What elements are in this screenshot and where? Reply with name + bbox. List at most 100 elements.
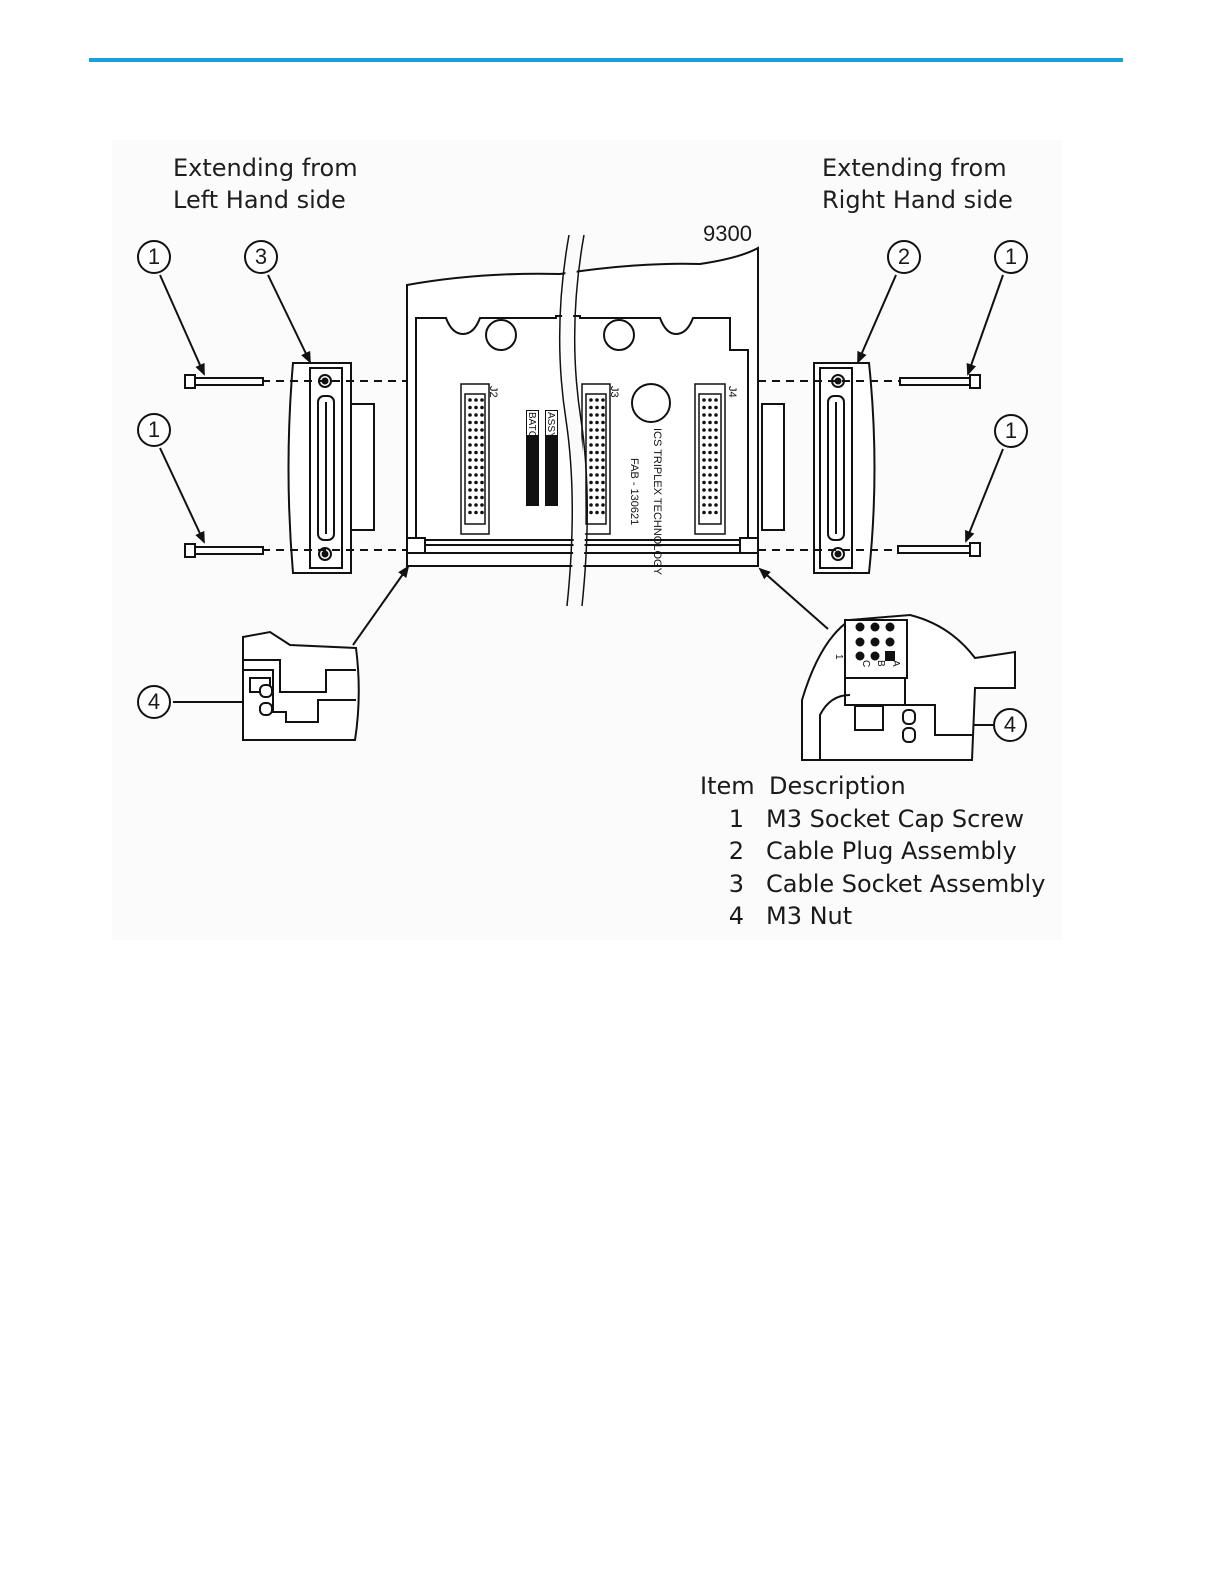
connector-pin bbox=[708, 436, 712, 440]
right-screws bbox=[898, 375, 980, 556]
connector-pin bbox=[708, 458, 712, 462]
connector-pin bbox=[595, 488, 599, 492]
connector-pin bbox=[589, 481, 593, 485]
connector-pin bbox=[601, 406, 605, 410]
connector-pin bbox=[474, 406, 478, 410]
connector-pin bbox=[468, 481, 472, 485]
connector-pin bbox=[601, 481, 605, 485]
connector-pin bbox=[589, 406, 593, 410]
connector-pin bbox=[595, 466, 599, 470]
connector-pin bbox=[714, 466, 718, 470]
connector-pin bbox=[708, 398, 712, 402]
connector-pin bbox=[480, 406, 484, 410]
connector-pin bbox=[601, 436, 605, 440]
right-detail-pins bbox=[856, 623, 896, 662]
connector-pin bbox=[468, 473, 472, 477]
connector-pin bbox=[714, 413, 718, 417]
right-heading-line-2: Right Hand side bbox=[822, 184, 1013, 216]
connector-pin bbox=[474, 436, 478, 440]
connector-pin bbox=[601, 466, 605, 470]
connector-pin bbox=[468, 458, 472, 462]
left-screws bbox=[185, 375, 263, 557]
connector-pin bbox=[468, 406, 472, 410]
connector-pin bbox=[480, 503, 484, 507]
connector-pin bbox=[601, 413, 605, 417]
connector-pin bbox=[702, 443, 706, 447]
connector-pin bbox=[702, 413, 706, 417]
connector-pin bbox=[474, 458, 478, 462]
connector-pin bbox=[708, 428, 712, 432]
connector-pin bbox=[589, 413, 593, 417]
connector-pin bbox=[589, 443, 593, 447]
connector-pin bbox=[708, 511, 712, 515]
connector-pin bbox=[714, 428, 718, 432]
connector-pin bbox=[601, 496, 605, 500]
connector-pin bbox=[702, 406, 706, 410]
connector-pin bbox=[480, 496, 484, 500]
connector-pin bbox=[468, 451, 472, 455]
connector-pin bbox=[468, 466, 472, 470]
legend-row: 3 Cable Socket Assembly bbox=[700, 868, 1045, 901]
connector-pin bbox=[595, 451, 599, 455]
connector-pin bbox=[589, 451, 593, 455]
connector-pin bbox=[714, 421, 718, 425]
connector-pin bbox=[474, 421, 478, 425]
parts-legend: Item Description 1 M3 Socket Cap Screw 2… bbox=[700, 770, 1045, 933]
connector-pin bbox=[601, 488, 605, 492]
right-plug-assembly bbox=[762, 363, 875, 573]
connector-pin bbox=[595, 503, 599, 507]
connector-pin bbox=[708, 421, 712, 425]
connector-pin bbox=[595, 413, 599, 417]
connector-pin bbox=[714, 473, 718, 477]
connector-pin bbox=[595, 473, 599, 477]
connector-pin bbox=[474, 503, 478, 507]
callout-screw-top-left: 1 bbox=[137, 240, 171, 274]
connector-pin bbox=[468, 398, 472, 402]
callout-socket: 3 bbox=[244, 240, 278, 274]
legend-item-number: 1 bbox=[700, 803, 744, 836]
connector-pin bbox=[702, 473, 706, 477]
connector-pin bbox=[468, 488, 472, 492]
connector-pin bbox=[480, 511, 484, 515]
connector-pin bbox=[708, 413, 712, 417]
connector-pin bbox=[702, 451, 706, 455]
connector-pin bbox=[702, 421, 706, 425]
connector-pin bbox=[468, 443, 472, 447]
connector-pin bbox=[714, 458, 718, 462]
connector-pin bbox=[589, 511, 593, 515]
legend-item-description: Cable Plug Assembly bbox=[744, 835, 1017, 868]
legend-item-number: 3 bbox=[700, 868, 744, 901]
connector-pin bbox=[714, 398, 718, 402]
legend-header: Item Description bbox=[700, 770, 1045, 803]
connector-pin bbox=[589, 428, 593, 432]
connector-pin bbox=[702, 488, 706, 492]
connector-pin bbox=[468, 421, 472, 425]
connector-pin bbox=[468, 503, 472, 507]
right-detail-view bbox=[802, 615, 1015, 760]
connector-pin bbox=[589, 421, 593, 425]
connector-pin bbox=[589, 458, 593, 462]
connector-pin bbox=[474, 511, 478, 515]
legend-item-number: 2 bbox=[700, 835, 744, 868]
legend-item-header: Item bbox=[700, 770, 769, 803]
connector-pin bbox=[468, 413, 472, 417]
connector-pin bbox=[480, 451, 484, 455]
connector-pin bbox=[714, 488, 718, 492]
connector-pin bbox=[595, 398, 599, 402]
connector-pin bbox=[589, 503, 593, 507]
legend-row: 2 Cable Plug Assembly bbox=[700, 835, 1045, 868]
connector-pin bbox=[601, 511, 605, 515]
right-side-heading: Extending from Right Hand side bbox=[822, 152, 1013, 216]
connector-pin bbox=[702, 398, 706, 402]
connector-pin bbox=[702, 466, 706, 470]
connector-pin bbox=[474, 451, 478, 455]
connector-pin bbox=[480, 413, 484, 417]
connector-pin bbox=[595, 496, 599, 500]
connector-pin bbox=[601, 503, 605, 507]
detail-row-a: A bbox=[890, 660, 901, 667]
connector-pin bbox=[474, 481, 478, 485]
left-socket-assembly bbox=[289, 363, 375, 573]
connector-pin bbox=[702, 428, 706, 432]
callout-nut-right: 4 bbox=[993, 708, 1027, 742]
connector-pin bbox=[595, 406, 599, 410]
